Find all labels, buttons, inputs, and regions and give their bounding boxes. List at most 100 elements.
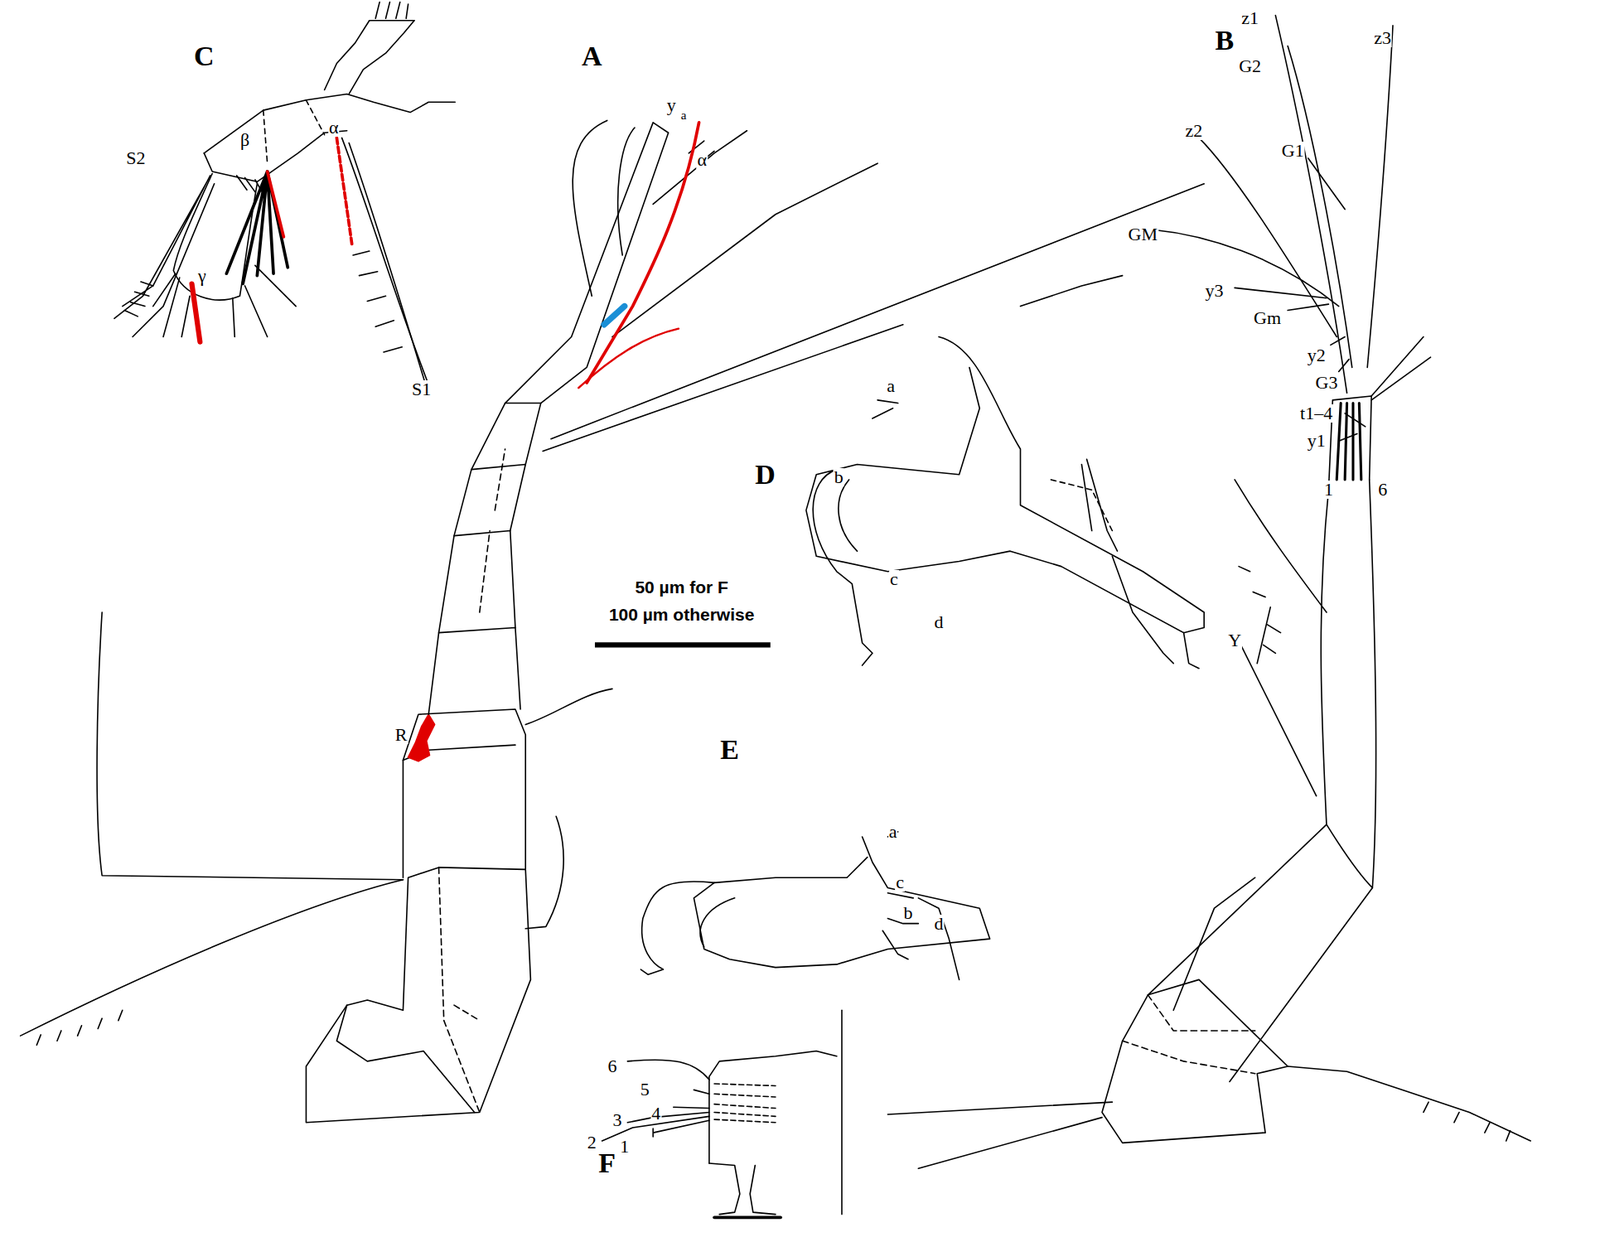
- figure-b-stroke: [1238, 566, 1281, 654]
- part-label: 5: [639, 1080, 651, 1099]
- scale-bar: [594, 644, 771, 646]
- figure-f-stroke: [709, 1163, 776, 1215]
- figure-f-stroke: [627, 1111, 710, 1122]
- figure-a-stroke: [20, 879, 404, 1036]
- part-label: 2: [586, 1133, 598, 1152]
- figure-f-stroke: [693, 1089, 709, 1094]
- figure-a-stroke: [402, 709, 526, 878]
- part-label: γ: [197, 266, 208, 286]
- figure-f-stroke: [673, 1106, 710, 1108]
- figure-b-stroke: [1287, 1066, 1531, 1141]
- part-label: Gm: [1252, 309, 1282, 328]
- figure-c-stroke: [342, 137, 431, 390]
- figure-a-stroke: [408, 714, 436, 762]
- figure-c-stroke: [369, 2, 415, 21]
- figure-b-stroke: [1423, 1102, 1511, 1141]
- figure-e-stroke: [882, 893, 914, 960]
- figure-a-stroke: [479, 449, 506, 613]
- figure-c-stroke: [267, 171, 285, 237]
- figure-f-stroke: [714, 1083, 776, 1123]
- figure-a-stroke: [428, 628, 521, 716]
- part-label: β: [239, 130, 251, 150]
- part-label: c: [889, 570, 900, 589]
- part-label: S1: [410, 380, 432, 399]
- figure-a-stroke: [604, 306, 625, 325]
- part-label: R: [394, 725, 409, 745]
- part-label: y2: [1306, 346, 1327, 365]
- figure-a-stroke: [336, 1005, 474, 1112]
- part-label: y1: [1306, 431, 1327, 450]
- figure-a-stroke: [525, 816, 564, 929]
- figure-a-stroke: [586, 122, 699, 383]
- figure-a-stroke: [612, 163, 878, 337]
- figure-c-stroke: [124, 281, 153, 317]
- figure-b-stroke: [1102, 979, 1288, 1143]
- figure-e-stroke: [640, 881, 715, 975]
- figure-f: [602, 1010, 842, 1218]
- figure-b-stroke: [1198, 137, 1337, 337]
- figure-a-stroke: [454, 464, 526, 536]
- figure-b-stroke: [1147, 824, 1373, 1082]
- figure-a: [20, 120, 1205, 1122]
- figure-d-stroke: [812, 469, 873, 666]
- figure-f-stroke: [652, 1120, 710, 1137]
- figure-a-stroke: [96, 612, 403, 880]
- figure-b-stroke: [1336, 403, 1362, 480]
- part-label: a: [885, 377, 896, 396]
- figure-a-stroke: [439, 531, 516, 634]
- part-label: 6: [1377, 480, 1388, 499]
- part-label: d: [932, 914, 944, 933]
- figure-a-stroke: [578, 328, 679, 388]
- figure-a-stroke: [652, 130, 747, 205]
- part-label: S2: [125, 149, 146, 168]
- figure-b-stroke: [1367, 25, 1393, 368]
- figure-c-stroke: [203, 130, 347, 183]
- scale-bar-stroke: [594, 642, 771, 648]
- panel-letter: A: [580, 42, 604, 71]
- panel-letter: C: [193, 42, 216, 71]
- figure-d-stroke: [872, 400, 899, 419]
- part-label: 4: [650, 1104, 662, 1123]
- figure-a-stroke: [572, 120, 608, 296]
- figure-d: [806, 275, 1204, 669]
- part-label: α: [328, 118, 340, 137]
- panel-letter: B: [1213, 26, 1235, 55]
- figure-f-stroke: [709, 1051, 837, 1164]
- figure-d-stroke: [1184, 633, 1199, 669]
- part-label: α: [696, 150, 709, 170]
- figure-c-stroke: [153, 265, 296, 337]
- part-label: b: [833, 468, 845, 487]
- figure-b-stroke: [1328, 396, 1372, 490]
- part-label: y: [666, 96, 677, 115]
- part-label: z3: [1372, 29, 1393, 48]
- figure-b-stroke: [887, 1102, 1112, 1169]
- panel-letter: F: [597, 1149, 617, 1178]
- figure-b-stroke: [1173, 877, 1256, 1011]
- figure-b-stroke: [1256, 607, 1271, 664]
- part-label: 6: [606, 1057, 618, 1076]
- figure-f-stroke: [714, 1215, 781, 1219]
- part-label: G1: [1280, 141, 1306, 160]
- figure-a-stroke: [36, 1010, 122, 1045]
- figure-a-stroke: [305, 867, 531, 1123]
- scale-text: 100 µm otherwise: [608, 605, 756, 624]
- figure-d-stroke: [1050, 479, 1112, 532]
- figure-b-stroke: [1234, 479, 1327, 613]
- figure-d-stroke: [806, 337, 1204, 634]
- figure-b-stroke: [1320, 479, 1376, 889]
- part-label: c: [894, 873, 905, 892]
- scale-text: 50 µm for F: [633, 578, 729, 596]
- figure-a-stroke: [471, 403, 542, 470]
- part-label: t1–4: [1299, 404, 1334, 423]
- figure-b-stroke: [1234, 158, 1366, 441]
- figure-d-stroke: [838, 479, 858, 552]
- part-label: GM: [1127, 225, 1159, 244]
- figure-c-stroke: [192, 283, 201, 342]
- figure-b: [887, 15, 1531, 1170]
- figure-f-stroke: [841, 1010, 843, 1214]
- figure-e-stroke: [693, 836, 990, 968]
- figure-c-stroke: [352, 251, 402, 353]
- figure-c-stroke: [336, 137, 352, 245]
